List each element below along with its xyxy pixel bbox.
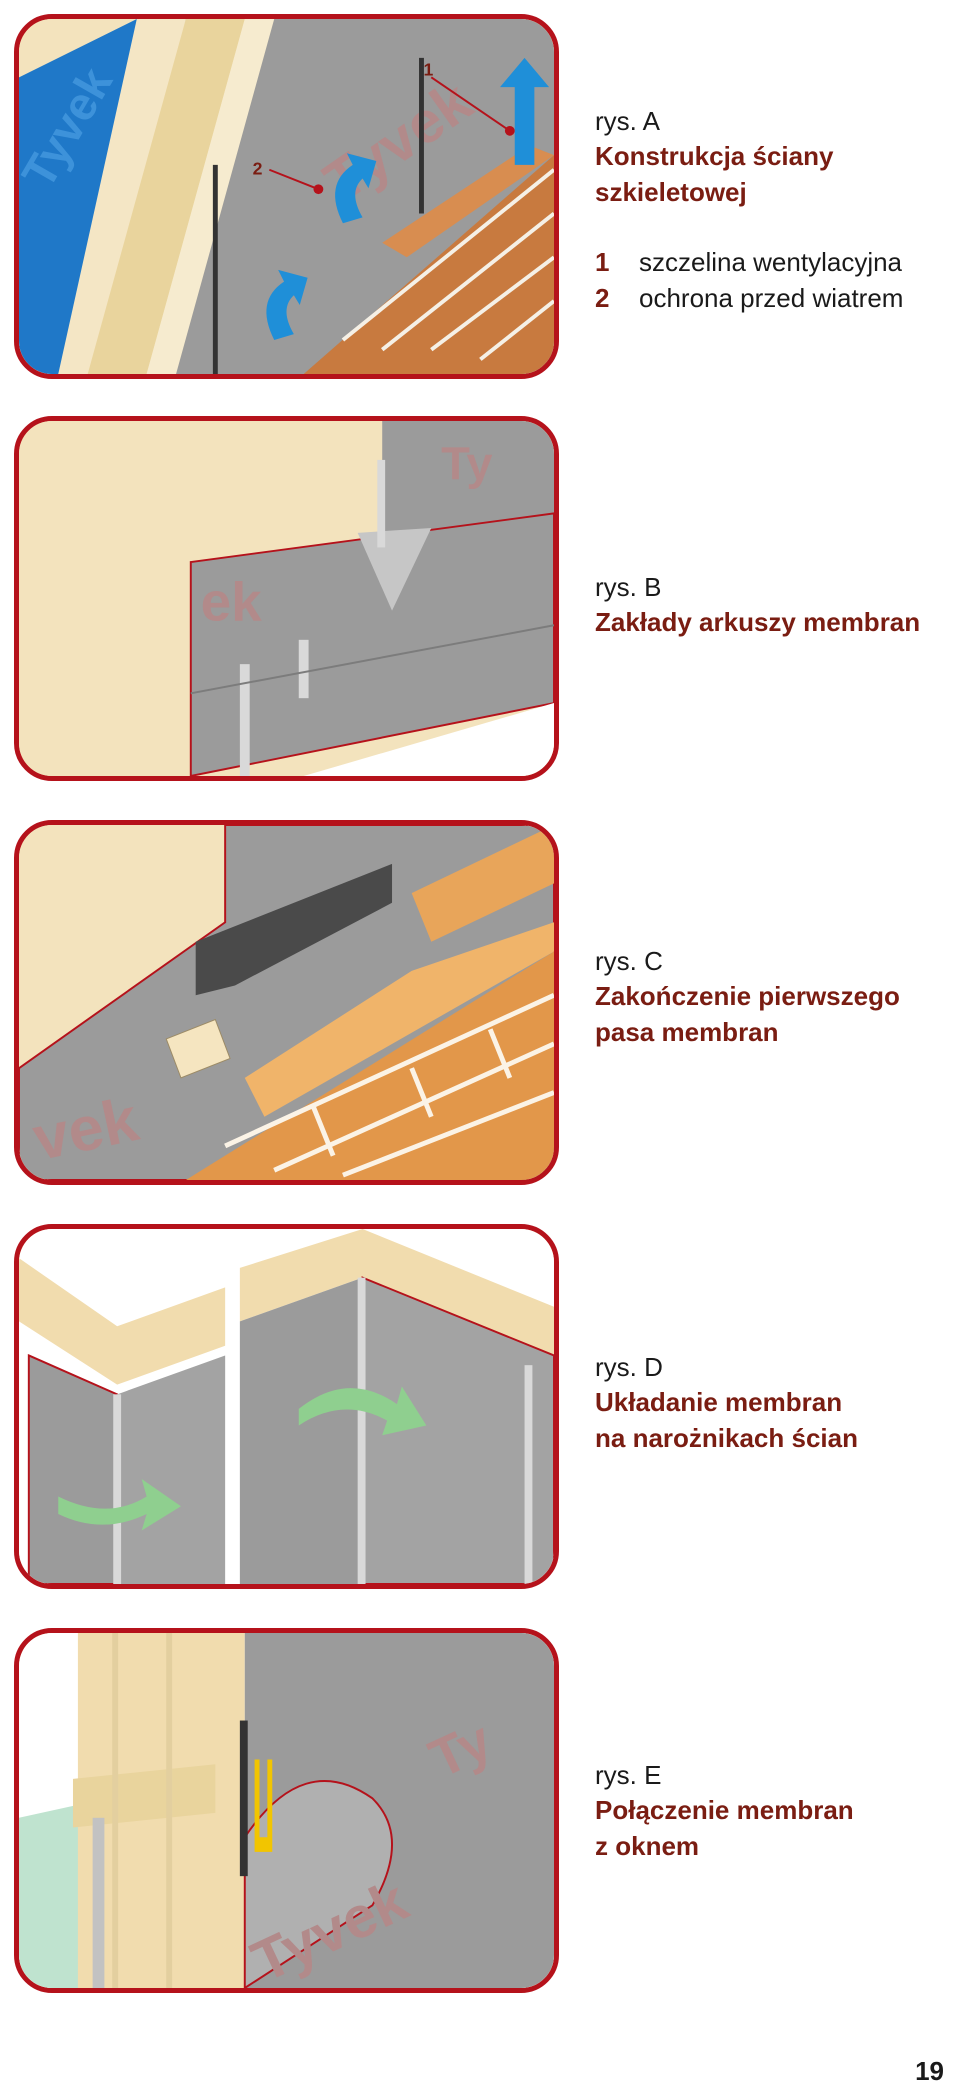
caption-a: rys. A Konstrukcja ściany szkieletowej 1… <box>595 104 935 316</box>
caption-e-title-line2: z oknem <box>595 1831 700 1861</box>
legend-item-number: 1 <box>595 247 610 277</box>
page-number: 19 <box>915 2056 944 2086</box>
figure-c-drawing: vek <box>19 825 554 1180</box>
caption-a-title-line2: szkieletowej <box>595 177 747 207</box>
caption-b-prefix: rys. B <box>595 572 662 602</box>
figure-d-illustration <box>14 1224 559 1589</box>
caption-a-prefix: rys. A <box>595 106 661 136</box>
caption-c: rys. C Zakończenie pierwszego pasa membr… <box>595 944 935 1050</box>
caption-d-title-line1: Układanie membran <box>595 1387 843 1417</box>
figure-a-drawing: Tyvek Tyvek 1 2 <box>19 19 554 374</box>
figure-d-drawing <box>19 1229 554 1584</box>
figure-b-drawing: ek Ty <box>19 421 554 776</box>
legend-item-number: 2 <box>595 283 610 313</box>
caption-e: rys. E Połączenie membran z oknem <box>595 1758 935 1864</box>
legend-item-text: ochrona przed wiatrem <box>639 283 904 313</box>
legend-item: 1 szczelina wentylacyjna <box>595 244 935 280</box>
caption-e-prefix: rys. E <box>595 1760 662 1790</box>
caption-a-legend: 1 szczelina wentylacyjna 2 ochrona przed… <box>595 244 935 316</box>
caption-c-title-line1: Zakończenie pierwszego <box>595 981 900 1011</box>
caption-d: rys. D Układanie membran na narożnikach … <box>595 1350 935 1456</box>
figure-e-illustration: Tyvek Ty <box>14 1628 559 1993</box>
callout-1-label: 1 <box>423 59 433 79</box>
caption-e-title-line1: Połączenie membran <box>595 1795 854 1825</box>
caption-c-title-line2: pasa membran <box>595 1017 779 1047</box>
caption-d-prefix: rys. D <box>595 1352 663 1382</box>
figure-c-illustration: vek <box>14 820 559 1185</box>
figure-a-illustration: Tyvek Tyvek 1 2 <box>14 14 559 379</box>
caption-b: rys. B Zakłady arkuszy membran <box>595 570 935 640</box>
legend-item-text: szczelina wentylacyjna <box>639 247 903 277</box>
svg-text:Ty: Ty <box>441 438 492 490</box>
legend-item: 2 ochrona przed wiatrem <box>595 280 935 316</box>
caption-d-title-line2: na narożnikach ścian <box>595 1423 858 1453</box>
svg-text:ek: ek <box>201 571 263 633</box>
callout-2-label: 2 <box>253 159 263 179</box>
figure-b-illustration: ek Ty <box>14 416 559 781</box>
figure-e-drawing: Tyvek Ty <box>19 1633 554 1988</box>
caption-c-prefix: rys. C <box>595 946 663 976</box>
caption-a-title-line1: Konstrukcja ściany <box>595 141 834 171</box>
caption-b-title-line1: Zakłady arkuszy membran <box>595 607 921 637</box>
